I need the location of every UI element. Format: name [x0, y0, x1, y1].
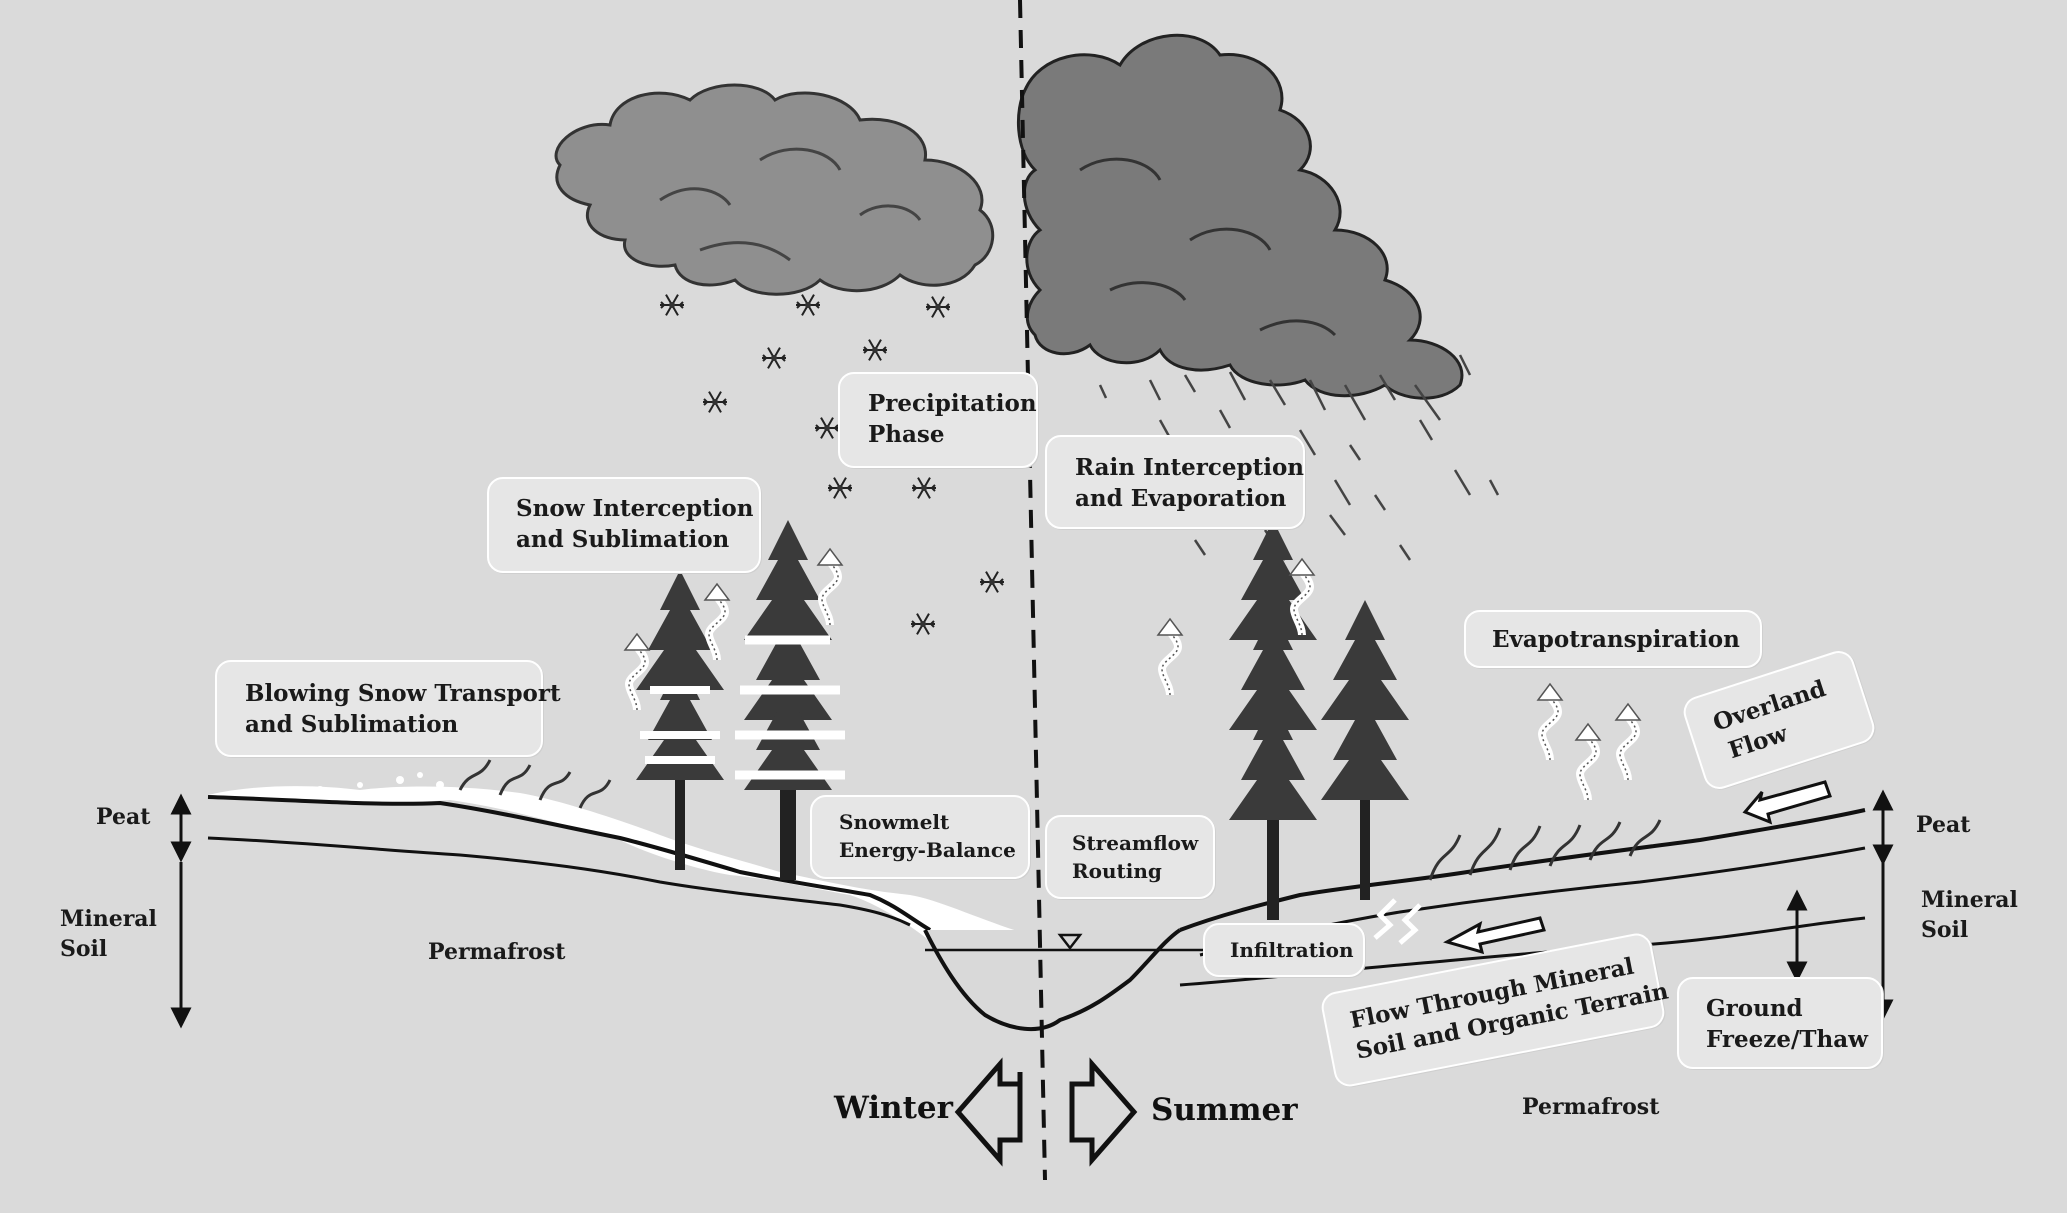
- streamflow-routing-label: Streamflow Routing: [1045, 815, 1215, 899]
- vapor-arrow-icon: [818, 549, 842, 625]
- rain-interception-label: Rain Interception and Evaporation: [1045, 435, 1305, 529]
- snowflake-icon: [702, 390, 728, 414]
- snowflake-icon: [814, 416, 840, 440]
- right-mineral-line-1: Mineral: [1921, 887, 2018, 913]
- blowing-snow-line-1: Blowing Snow Transport: [245, 680, 561, 707]
- snow-interception-label: Snow Interception and Sublimation: [487, 477, 761, 573]
- vapor-arrow-icon: [1576, 724, 1600, 800]
- snowmelt-line-1: Snowmelt: [839, 810, 950, 834]
- left-mineral-soil-label: Mineral Soil: [60, 904, 157, 964]
- streamflow-routing-line-1: Streamflow: [1072, 831, 1199, 855]
- flow-arrow-icon: [1443, 916, 1546, 955]
- water-level-icon: [1057, 933, 1083, 951]
- snowflake-icon: [925, 295, 951, 319]
- blowing-snow-line-2: and Sublimation: [245, 711, 459, 738]
- winter-arrow-icon: [954, 1057, 1023, 1167]
- streamflow-routing-line-2: Routing: [1072, 859, 1162, 883]
- snowy-trees: [316, 520, 845, 880]
- summer-label: Summer: [1151, 1092, 1298, 1128]
- infiltration-arrows: [1373, 898, 1422, 945]
- ground-freeze-line-1: Ground: [1706, 995, 1803, 1022]
- snowflake-icon: [827, 476, 853, 500]
- rain-interception-line-2: and Evaporation: [1075, 485, 1287, 512]
- left-permafrost-label: Permafrost: [428, 939, 566, 965]
- snowflake-icon: [979, 570, 1005, 594]
- summer-trees: [1229, 520, 1662, 920]
- right-mineral-soil-label: Mineral Soil: [1921, 885, 2018, 945]
- left-mineral-line-2: Soil: [60, 936, 108, 962]
- snowflake-icon: [795, 293, 821, 317]
- snowflake-icon: [659, 293, 685, 317]
- snowmelt-line-2: Energy-Balance: [839, 838, 1016, 862]
- snow-interception-line-2: and Sublimation: [516, 526, 730, 553]
- evapotranspiration-text: Evapotranspiration: [1492, 626, 1740, 653]
- vapor-arrow-icon: [1158, 619, 1182, 695]
- winter-label: Winter: [834, 1090, 953, 1126]
- vapor-arrow-icon: [1616, 704, 1640, 780]
- infiltration-label: Infiltration: [1203, 923, 1365, 977]
- rain-interception-line-1: Rain Interception: [1075, 454, 1305, 481]
- right-peat-label: Peat: [1916, 812, 1971, 838]
- flow-arrow-icon: [1742, 780, 1832, 825]
- snowflake-icon: [862, 338, 888, 362]
- left-mineral-line-1: Mineral: [60, 906, 157, 932]
- blowing-snow-label: Blowing Snow Transport and Sublimation: [215, 660, 561, 757]
- snowmelt-label: Snowmelt Energy-Balance: [810, 795, 1030, 879]
- evapotranspiration-label: Evapotranspiration: [1464, 610, 1762, 668]
- right-mineral-line-2: Soil: [1921, 917, 1969, 943]
- ground-freeze-line-2: Freeze/Thaw: [1706, 1026, 1868, 1053]
- precipitation-phase-line-1: Precipitation: [868, 390, 1037, 417]
- right-permafrost-label: Permafrost: [1522, 1094, 1660, 1120]
- snowflake-icon: [761, 346, 787, 370]
- ground-profile: [207, 786, 1866, 1032]
- infiltration-text: Infiltration: [1230, 938, 1354, 962]
- snowflake-icon: [911, 476, 937, 500]
- season-divider: [1018, 0, 1047, 1181]
- snowflake-icon: [910, 612, 936, 636]
- summer-arrow-icon: [1069, 1057, 1138, 1167]
- winter-cloud: [554, 83, 995, 296]
- summer-cloud: [1016, 33, 1464, 400]
- vapor-arrow-icon: [1538, 684, 1562, 760]
- left-peat-label: Peat: [96, 804, 151, 830]
- precipitation-phase-label: Precipitation Phase: [838, 372, 1038, 468]
- snow-interception-line-1: Snow Interception: [516, 495, 754, 522]
- ground-freeze-label: Ground Freeze/Thaw: [1677, 977, 1883, 1069]
- vapor-arrow-icon: [625, 634, 649, 710]
- precipitation-phase-line-2: Phase: [868, 421, 945, 448]
